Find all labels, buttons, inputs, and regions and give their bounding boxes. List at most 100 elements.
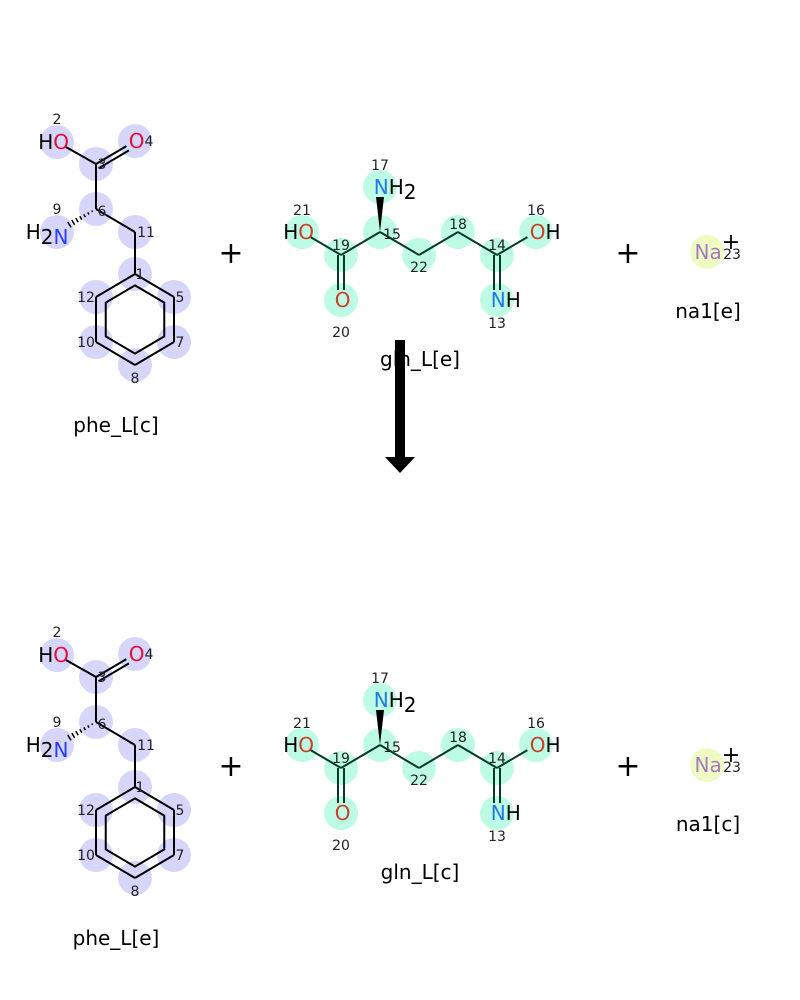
atom-index: 13 [488, 829, 506, 845]
single-bond [134, 854, 175, 879]
atom-index: 8 [131, 371, 140, 387]
metabolite-name: gln_L[e] [380, 347, 460, 371]
single-bond [95, 273, 136, 298]
atom-label: O [335, 288, 351, 312]
atom-index: 14 [488, 751, 506, 767]
double-bond [95, 145, 127, 165]
single-bond [496, 236, 528, 256]
plus-sign: + [218, 749, 243, 784]
atom-highlight [480, 796, 514, 830]
atom-label: NH [491, 801, 521, 825]
single-bond [457, 231, 498, 256]
charge-label: + [722, 230, 740, 255]
hashed-wedge-bond [83, 213, 87, 218]
single-bond [95, 786, 136, 811]
single-bond [95, 208, 136, 233]
hashed-wedge-bond [87, 212, 90, 215]
atom-index: 19 [332, 238, 350, 254]
atom-highlight [519, 215, 553, 249]
single-bond [418, 744, 459, 769]
atom-highlight [285, 215, 319, 249]
atom-index: 16 [527, 203, 545, 219]
atom-index: 15 [383, 227, 401, 243]
atom-label: NH [491, 288, 521, 312]
atom-index: 16 [527, 716, 545, 732]
atom-label: O [129, 129, 145, 153]
atom-index: 11 [137, 738, 155, 754]
single-bond [496, 749, 528, 769]
atom-highlight [40, 215, 74, 249]
atom-index: 17 [371, 158, 389, 174]
hashed-wedge-bond [71, 732, 76, 739]
atom-highlight [480, 283, 514, 317]
atom-index: 23 [723, 760, 741, 776]
atom-index: 8 [131, 884, 140, 900]
atom-index: 18 [449, 217, 467, 233]
atom-index: 4 [145, 647, 154, 663]
hashed-wedge-bond [79, 215, 83, 221]
atom-index: 21 [293, 716, 311, 732]
atom-highlight [363, 170, 397, 204]
atom-index: 12 [77, 290, 95, 306]
hashed-wedge-bond [83, 726, 87, 731]
atom-index: 20 [332, 838, 350, 854]
wedge-bond [376, 197, 384, 232]
hashed-wedge-bond [87, 725, 90, 728]
single-bond [310, 749, 342, 769]
atom-highlight [285, 728, 319, 762]
plus-sign: + [615, 236, 640, 271]
atom-highlight [690, 748, 724, 782]
atom-highlight [118, 124, 152, 158]
single-bond [134, 786, 175, 811]
metabolite-name: na1[e] [675, 299, 741, 323]
atom-index: 3 [98, 157, 107, 173]
atom-label: HO [283, 733, 314, 757]
atom-label: NH2 [374, 688, 417, 717]
atom-highlight [324, 283, 358, 317]
atom-label: O [129, 642, 145, 666]
atom-index: 14 [488, 238, 506, 254]
atom-index: 1 [136, 267, 145, 283]
atom-index: 9 [53, 715, 62, 731]
atom-label: Na [695, 753, 722, 777]
atom-index: 17 [371, 671, 389, 687]
atom-index: 19 [332, 751, 350, 767]
double-bond [98, 662, 130, 683]
atom-index: 22 [410, 773, 428, 789]
atom-index: 4 [145, 134, 154, 150]
hashed-wedge-bond [67, 734, 72, 741]
single-bond [65, 146, 97, 165]
single-bond [310, 236, 342, 256]
atom-index: 23 [723, 247, 741, 263]
hashed-wedge-bond [79, 728, 83, 734]
atom-index: 13 [488, 316, 506, 332]
atom-index: 5 [176, 290, 185, 306]
charge-label: + [722, 743, 740, 768]
atom-label: NH2 [374, 175, 417, 204]
atom-index: 11 [137, 225, 155, 241]
atom-label: HO [38, 643, 69, 667]
atom-index: 5 [176, 803, 185, 819]
atom-index: 1 [136, 780, 145, 796]
double-bond [95, 658, 127, 678]
atom-highlight [690, 235, 724, 269]
atom-highlight [118, 637, 152, 671]
aromatic-ring [104, 284, 166, 355]
atom-highlight [40, 638, 74, 672]
metabolite-name: phe_L[c] [73, 413, 158, 437]
atom-index: 12 [77, 803, 95, 819]
hashed-wedge-bond [75, 217, 79, 223]
atom-index: 2 [53, 625, 62, 641]
atom-index: 9 [53, 202, 62, 218]
single-bond [457, 744, 498, 769]
atom-label: HO [38, 130, 69, 154]
atom-index: 20 [332, 325, 350, 341]
single-bond [340, 231, 381, 256]
hashed-wedge-bond [91, 210, 94, 213]
atom-label: H2N [26, 733, 69, 762]
atom-index: 6 [98, 204, 107, 220]
atom-index: 10 [77, 335, 95, 351]
metabolite-name: na1[c] [676, 812, 740, 836]
atom-highlight [40, 125, 74, 159]
